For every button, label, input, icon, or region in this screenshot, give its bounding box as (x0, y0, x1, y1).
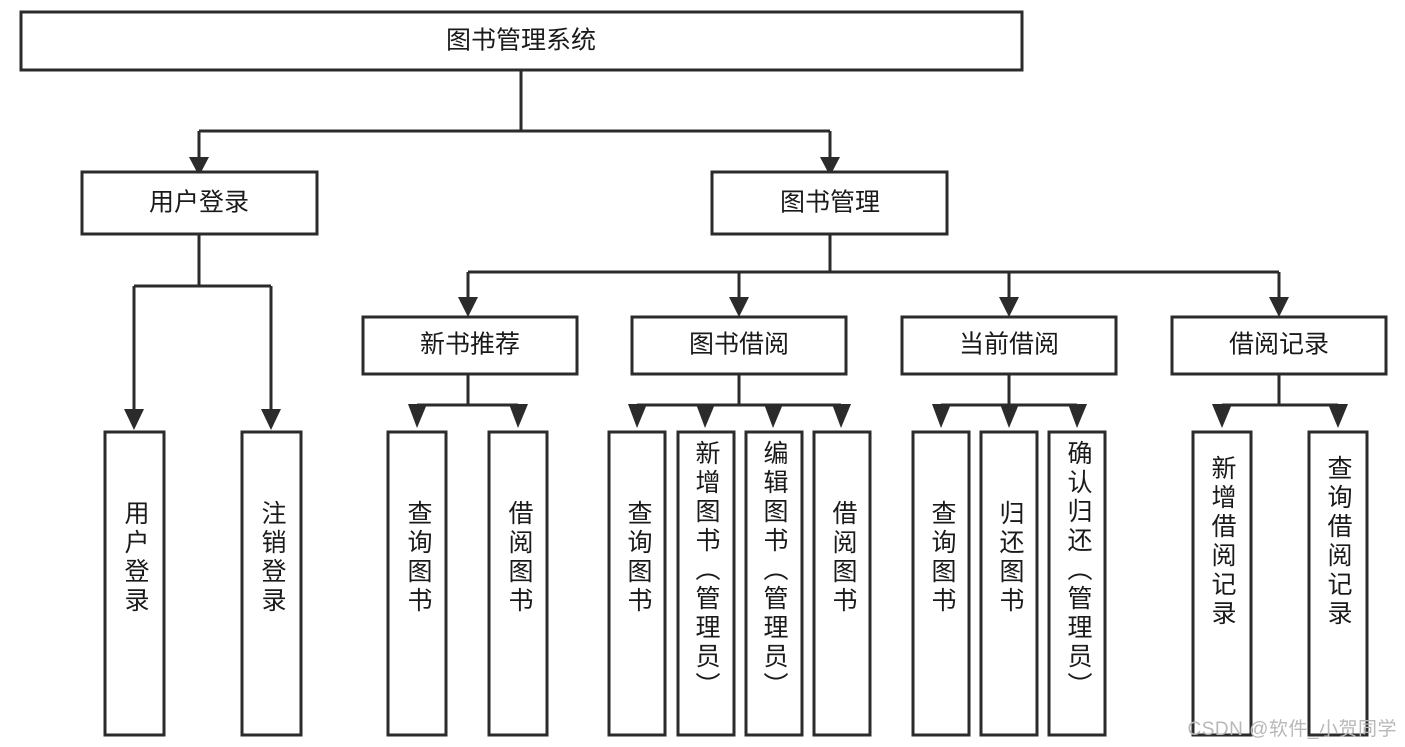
node-root-label: 图书管理系统 (446, 27, 596, 55)
csdn-watermark: CSDN @软件_小贺同学 (1187, 719, 1397, 740)
arrow-to-new-book-recommend (458, 297, 478, 317)
node-current-borrow-label: 当前借阅 (959, 331, 1059, 359)
node-book-management-label: 图书管理 (780, 189, 880, 217)
node-borrow-record-box[interactable] (1170, 315, 1388, 376)
node-book-borrow[interactable]: 图书借阅 (630, 315, 848, 376)
leaf-query-book-2-box[interactable] (607, 430, 667, 737)
node-book-management[interactable]: 图书管理 (710, 170, 949, 236)
leaf-add-record-box[interactable] (1191, 430, 1253, 737)
node-user-login-label: 用户登录 (149, 189, 249, 217)
node-book-borrow-box[interactable] (630, 315, 848, 376)
leaf-borrow-book-1-box[interactable] (487, 430, 549, 737)
leaf-confirm-return-box[interactable] (1047, 430, 1107, 737)
arrow-to-book-management (820, 157, 840, 176)
arrow-to-leaf-query-book-3 (932, 404, 951, 428)
arrow-to-book-borrow (729, 297, 749, 317)
node-root[interactable]: 图书管理系统 (19, 10, 1024, 72)
arrowheads (124, 157, 1348, 430)
arrow-to-borrow-record (1269, 297, 1289, 317)
node-new-book-recommend[interactable]: 新书推荐 (361, 315, 579, 376)
node-current-borrow-box[interactable] (900, 315, 1118, 376)
leaf-logout-box[interactable] (240, 430, 303, 737)
node-user-login-box[interactable] (80, 170, 319, 236)
arrow-to-leaf-borrow-book-2 (832, 404, 851, 428)
node-new-book-recommend-label: 新书推荐 (420, 331, 520, 359)
node-book-management-box[interactable] (710, 170, 949, 236)
arrow-to-leaf-add-book (696, 404, 715, 428)
arrow-to-leaf-user-login (124, 409, 144, 430)
arrow-to-user-login (189, 157, 209, 176)
leaf-query-book-3-box[interactable] (911, 430, 971, 737)
node-user-login[interactable]: 用户登录 (80, 170, 319, 236)
leaf-return-book-box[interactable] (979, 430, 1039, 737)
arrow-to-leaf-confirm-return (1068, 404, 1087, 428)
arrow-to-current-borrow (999, 297, 1019, 317)
arrow-to-leaf-query-book-2 (628, 404, 647, 428)
leaf-query-record-box[interactable] (1307, 430, 1369, 737)
leaf-query-book-1-box[interactable] (386, 430, 448, 737)
node-borrow-record[interactable]: 借阅记录 (1170, 315, 1388, 376)
node-current-borrow[interactable]: 当前借阅 (900, 315, 1118, 376)
arrow-to-leaf-logout (261, 409, 281, 430)
leaf-boxes (103, 430, 1369, 737)
arrow-to-leaf-edit-book (764, 404, 783, 428)
arrow-to-leaf-return-book (1000, 404, 1019, 428)
node-book-borrow-label: 图书借阅 (689, 331, 789, 359)
arrow-to-leaf-query-book-1 (408, 404, 427, 428)
leaf-user-login-box[interactable] (103, 430, 166, 737)
arrow-to-leaf-borrow-book-1 (509, 404, 528, 428)
leaf-add-book-box[interactable] (676, 430, 736, 737)
leaf-borrow-book-2-box[interactable] (812, 430, 872, 737)
leaf-edit-book-box[interactable] (744, 430, 804, 737)
arrow-to-leaf-query-record (1328, 404, 1348, 428)
node-new-book-recommend-box[interactable] (361, 315, 579, 376)
arrow-to-leaf-add-record (1212, 404, 1232, 428)
node-borrow-record-label: 借阅记录 (1229, 331, 1329, 359)
node-root-box[interactable] (19, 10, 1024, 72)
